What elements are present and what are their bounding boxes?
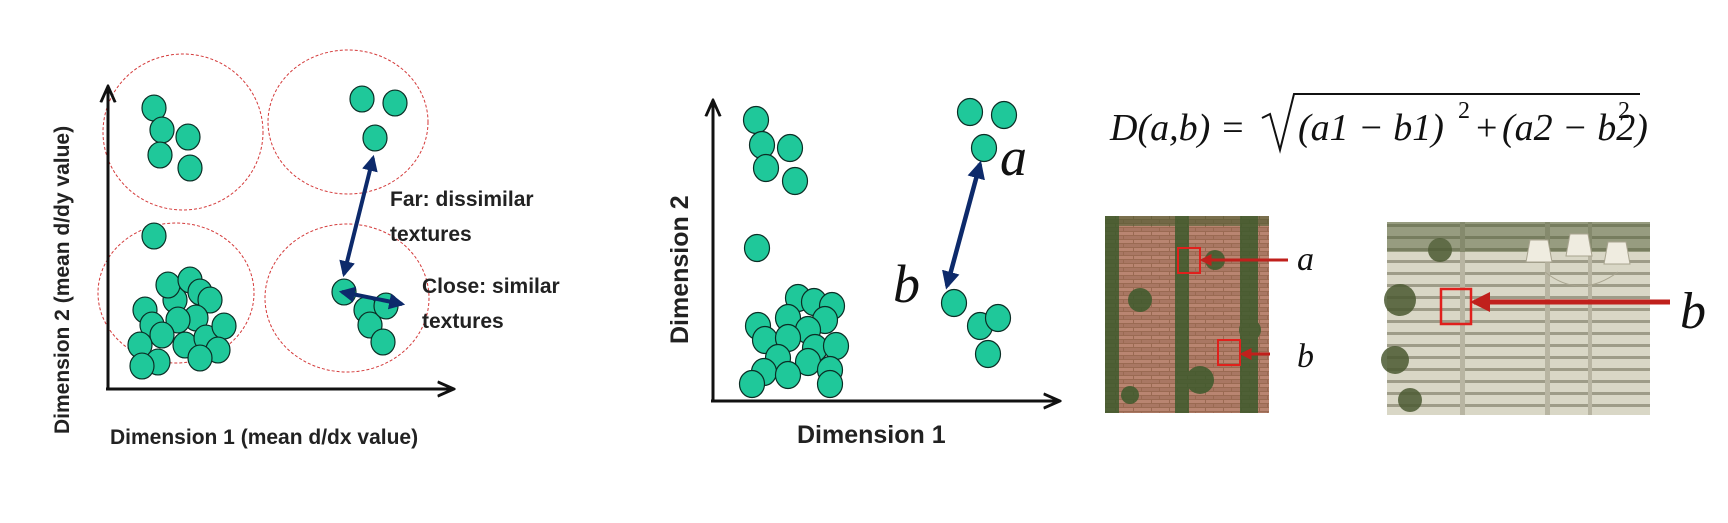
middle-x-axis-label: Dimension 1	[797, 421, 946, 449]
formula-term1: (a1 − b1)	[1298, 107, 1444, 149]
data-point	[149, 116, 175, 144]
data-point	[738, 369, 766, 399]
data-point	[776, 133, 804, 163]
left-x-axis-label: Dimension 1 (mean d/dx value)	[110, 426, 418, 449]
point-a-label: a	[1000, 127, 1027, 187]
far-distance-arrow	[339, 154, 378, 278]
patch-b-label: b	[1297, 338, 1314, 375]
cluster-outline-top-left	[102, 53, 264, 211]
data-point	[990, 100, 1018, 130]
data-point	[781, 166, 809, 196]
data-point	[362, 124, 388, 152]
data-point	[349, 85, 375, 113]
formula-plus: +	[1476, 107, 1497, 149]
data-point	[984, 303, 1012, 333]
ab-distance-arrow	[942, 160, 985, 290]
data-point	[141, 222, 167, 250]
data-point	[370, 328, 396, 356]
data-point	[147, 141, 173, 169]
formula-term2: (a2 − b2)	[1502, 107, 1648, 149]
data-point	[743, 233, 771, 263]
data-point	[382, 89, 408, 117]
middle-scatter-plot: a b Dimension 1 Dimension 2	[666, 97, 1058, 449]
shutter-dividers	[1460, 222, 1592, 415]
texture-image-brick-wall: a b	[1105, 216, 1314, 413]
data-point	[748, 130, 776, 160]
left-y-axis-label: Dimension 2 (mean d/dy value)	[51, 126, 74, 434]
cluster-outline-top-right	[267, 49, 429, 195]
formula-exponent1: 2	[1458, 98, 1470, 124]
data-point	[742, 105, 770, 135]
data-point	[197, 286, 223, 314]
data-point	[149, 321, 175, 349]
data-point	[175, 123, 201, 151]
patch-a-label: a	[1297, 241, 1314, 278]
close-distance-arrow	[338, 286, 406, 310]
data-point	[970, 133, 998, 163]
chandelier-icon	[1525, 233, 1631, 287]
data-point	[129, 352, 155, 380]
data-point	[165, 306, 191, 334]
middle-data-points	[738, 97, 1018, 399]
data-point	[373, 292, 399, 320]
distance-formula: D(a,b) = (a1 − b1) 2 + (a2 − b2) 2	[1109, 93, 1648, 154]
formula-lhs: D(a,b) =	[1109, 107, 1245, 149]
square-root-sign	[1261, 93, 1640, 154]
data-point	[774, 360, 802, 390]
middle-y-axis-label: Dimension 2	[666, 195, 694, 344]
foliage-overlay	[1381, 222, 1650, 412]
close-annotation-line2: textures	[422, 310, 504, 333]
formula-exponent2: 2	[1618, 98, 1630, 124]
patch-b2-label: b	[1680, 283, 1706, 340]
data-point	[177, 154, 203, 182]
data-point	[956, 97, 984, 127]
close-annotation-line1: Close: similar	[422, 275, 560, 298]
point-b-label: b	[893, 254, 920, 314]
data-point	[211, 312, 237, 340]
data-point	[816, 369, 844, 399]
left-scatter-plot: Far: dissimilar textures Close: similar …	[51, 49, 560, 449]
texture-image-shutters: b	[1381, 222, 1706, 415]
data-point	[187, 344, 213, 372]
data-point	[155, 271, 181, 299]
data-point	[974, 339, 1002, 369]
left-data-points	[127, 85, 408, 380]
far-annotation-line1: Far: dissimilar	[390, 188, 534, 211]
far-annotation-line2: textures	[390, 223, 472, 246]
data-point	[940, 288, 968, 318]
cluster-outline-bottom-left	[97, 222, 255, 364]
data-point	[752, 153, 780, 183]
data-point	[822, 331, 850, 361]
